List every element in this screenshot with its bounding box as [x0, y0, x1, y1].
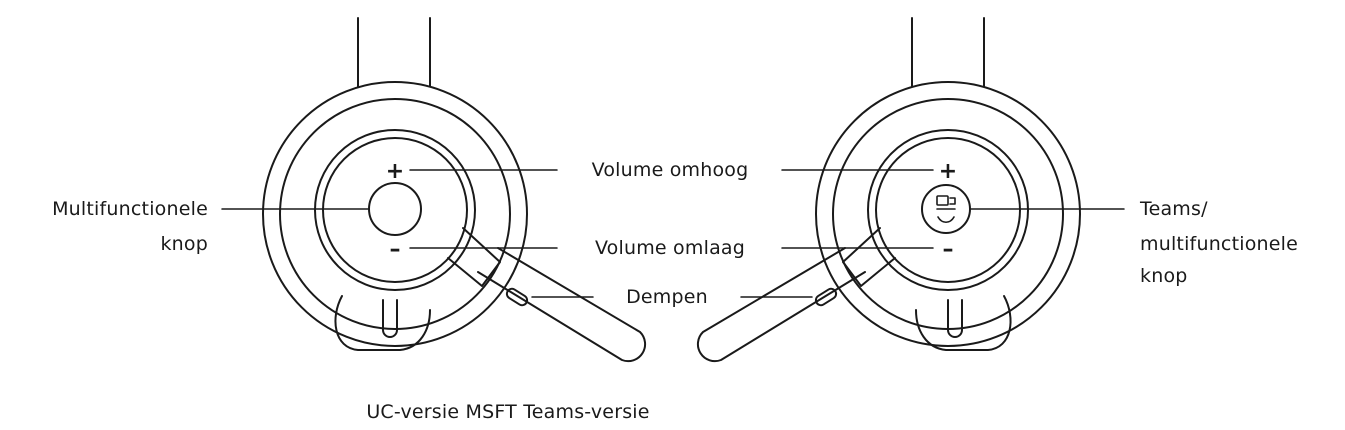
label-volume-up: Volume omhoog: [592, 159, 749, 181]
label-multifunction-line2: knop: [160, 233, 208, 255]
caption-versions: UC-versie MSFT Teams-versie: [366, 401, 649, 423]
leader-lines: [221, 169, 1125, 298]
control-plate-right: [867, 129, 1029, 291]
hinge-right: [915, 295, 1012, 351]
mute-button-right: [814, 287, 838, 307]
hinge-slot-left: [382, 299, 398, 338]
mic-boom-left: [477, 247, 647, 363]
boom-swivel-left: [447, 227, 501, 287]
headset-uc: [262, 17, 647, 363]
label-teams-line1: Teams/: [1139, 198, 1208, 220]
minus-symbol-left: –: [390, 237, 401, 262]
plus-symbol-right: +: [939, 159, 957, 184]
plus-symbol-left: +: [386, 159, 404, 184]
control-plate-left: [314, 129, 476, 291]
mic-boom-right: [696, 247, 866, 363]
control-plate-inner-right: [875, 137, 1021, 283]
minus-symbol-right: –: [943, 237, 954, 262]
label-teams-line3: knop: [1140, 265, 1188, 287]
boom-swivel-right: [842, 227, 896, 287]
label-volume-down: Volume omlaag: [595, 237, 745, 259]
label-multifunction-line1: Multifunctionele: [52, 198, 208, 220]
label-teams-line2: multifunctionele: [1140, 233, 1298, 255]
hinge-left: [334, 295, 431, 351]
control-plate-inner-left: [322, 137, 468, 283]
hinge-slot-right: [947, 299, 963, 338]
ear-cup-ring-left: [279, 98, 511, 330]
mute-button-left: [505, 287, 529, 307]
label-mute: Dempen: [626, 286, 708, 308]
headset-teams: [696, 17, 1081, 363]
teams-call-icon: [936, 195, 956, 224]
